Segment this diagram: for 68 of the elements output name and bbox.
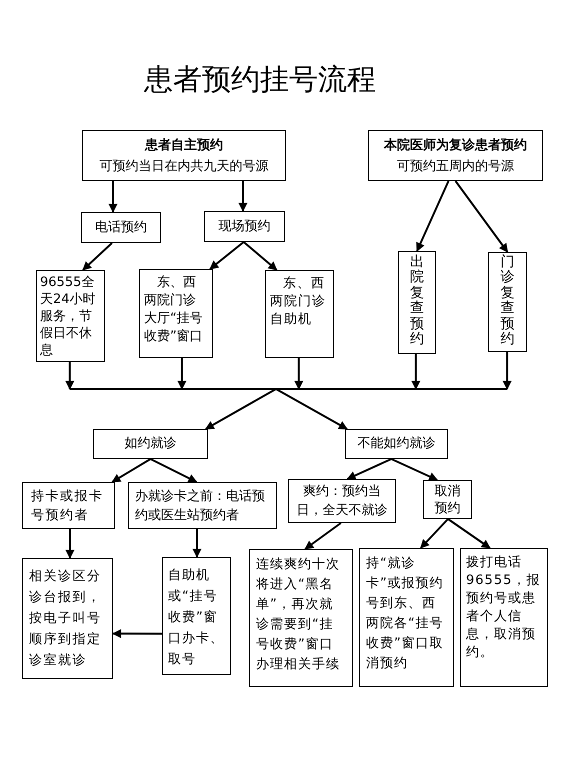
process-box [128, 482, 277, 529]
node-text: 持卡或报卡号预约者 [31, 488, 104, 524]
node-text: 取消预约 [434, 482, 462, 516]
node-text: 相关诊区分诊台报到，按电子叫号顺序到指定诊室就诊 [29, 568, 102, 670]
node-text: 现场预约 [218, 218, 272, 236]
process-box [398, 251, 436, 354]
process-box [249, 549, 353, 687]
connector-line [70, 388, 508, 390]
node-text: 不能如约就诊 [356, 435, 436, 453]
node-text: 爽约：预约当日，全天不就诊 [296, 483, 388, 520]
process-box [36, 270, 105, 362]
arrow [82, 242, 113, 271]
arrow [276, 388, 348, 430]
process-box [93, 429, 208, 459]
node-text: 东、西两院门诊自助机 [270, 275, 327, 329]
node-text: 拨打电话96555，报预约号或患者个人信息，取消预约。 [466, 554, 542, 662]
node-text: 电话预约 [94, 218, 148, 236]
node-text: 门诊复查预约 [500, 255, 514, 348]
process-box [288, 479, 396, 523]
process-box [368, 130, 543, 181]
node-text: 可预约当日在内共九天的号源 [98, 158, 270, 176]
process-box [204, 211, 285, 242]
arrow [177, 358, 186, 390]
process-box [139, 269, 213, 358]
process-box [423, 480, 472, 519]
process-box [345, 429, 448, 459]
diagram-title: 患者预约挂号流程 [143, 63, 377, 98]
arrow [416, 180, 450, 252]
node-text: 持“就诊卡”或报预约号到东、西两院各“挂号收费”窗口取消预约 [366, 555, 445, 673]
arrow [390, 458, 438, 481]
process-box [82, 130, 286, 181]
arrow [447, 518, 491, 549]
node-heading: 本院医师为复诊患者预约 [382, 136, 528, 154]
arrow [108, 181, 118, 213]
arrow [346, 458, 392, 480]
process-box [22, 482, 115, 529]
node-text: 连续爽约十次将进入“黑名单”，再次就诊需要到“挂号收费”窗口办理相关手续 [256, 556, 341, 674]
node-text: 出院复查预约 [410, 255, 424, 348]
arrow [65, 529, 74, 559]
arrow [192, 529, 202, 558]
arrow [454, 180, 508, 253]
node-text: 自助机或“挂号收费”窗口办卡、取号 [168, 567, 225, 669]
process-box [81, 212, 161, 243]
arrow [204, 388, 276, 430]
arrow [111, 458, 152, 483]
arrow [411, 354, 420, 390]
process-box [460, 548, 548, 687]
arrow [65, 362, 74, 390]
arrow [112, 629, 162, 638]
arrow [150, 458, 198, 483]
arrow [209, 241, 244, 270]
arrow [304, 522, 342, 550]
node-text: 如约就诊 [124, 435, 178, 453]
arrow [502, 352, 512, 390]
process-box [22, 558, 113, 679]
node-text: 办就诊卡之前：电话预约或医生站预约者 [135, 488, 266, 524]
arrow [420, 518, 449, 549]
node-text: 东、西两院门诊大厅“挂号收费”窗口 [144, 274, 204, 346]
node-text: 96555全天24小时服务，节假日不休息 [40, 274, 97, 359]
arrow [243, 241, 278, 271]
process-box [265, 270, 334, 358]
node-heading: 患者自主预约 [144, 136, 224, 154]
node-text: 可预约五周内的号源 [396, 158, 515, 176]
arrow [294, 358, 304, 390]
process-box [162, 557, 231, 675]
process-box [359, 548, 454, 687]
arrow [238, 181, 248, 212]
process-box [488, 252, 527, 352]
